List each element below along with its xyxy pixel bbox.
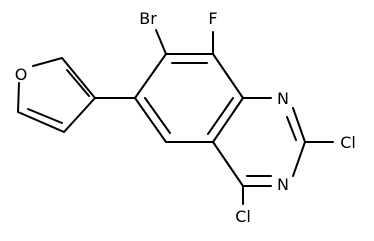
bond-c8a-c4a bbox=[212, 97, 244, 143]
atom-label-cl4: Cl bbox=[235, 207, 251, 226]
bond-c5-c6-inner bbox=[144, 97, 171, 134]
bond-c5f-c4f bbox=[17, 111, 65, 133]
bond-n1-c2-inner bbox=[286, 116, 297, 141]
atom-label-br: Br bbox=[139, 9, 157, 28]
bond-c4f-c3f bbox=[63, 97, 96, 133]
bond-c2-n3 bbox=[292, 141, 306, 177]
atom-label-f: F bbox=[208, 9, 217, 28]
bond-o-c5f bbox=[17, 82, 20, 113]
bond-n1-c2 bbox=[292, 107, 306, 143]
bond-c8-c8a bbox=[212, 53, 244, 99]
bond-c3f-c2f-inner bbox=[66, 69, 90, 97]
atom-label-o1: O bbox=[15, 65, 28, 84]
bond-c5-c6 bbox=[134, 97, 167, 143]
atom-label-n3: N bbox=[277, 175, 289, 194]
bond-c4-c4a bbox=[212, 141, 244, 187]
atom-label-cl2: Cl bbox=[340, 133, 356, 152]
bond-c2f-o bbox=[32, 57, 63, 67]
bond-c8a-c4a-inner bbox=[207, 97, 234, 135]
bond-c7-br bbox=[155, 29, 167, 55]
bond-c5f-c4f-inner bbox=[27, 108, 63, 124]
atom-label-n1: N bbox=[277, 89, 289, 108]
bond-c3f-c2f bbox=[61, 57, 96, 99]
atom-labels: O Br F N N Cl Cl bbox=[15, 9, 356, 226]
bond-c6-c7 bbox=[134, 53, 167, 99]
bond-lines bbox=[17, 29, 334, 205]
